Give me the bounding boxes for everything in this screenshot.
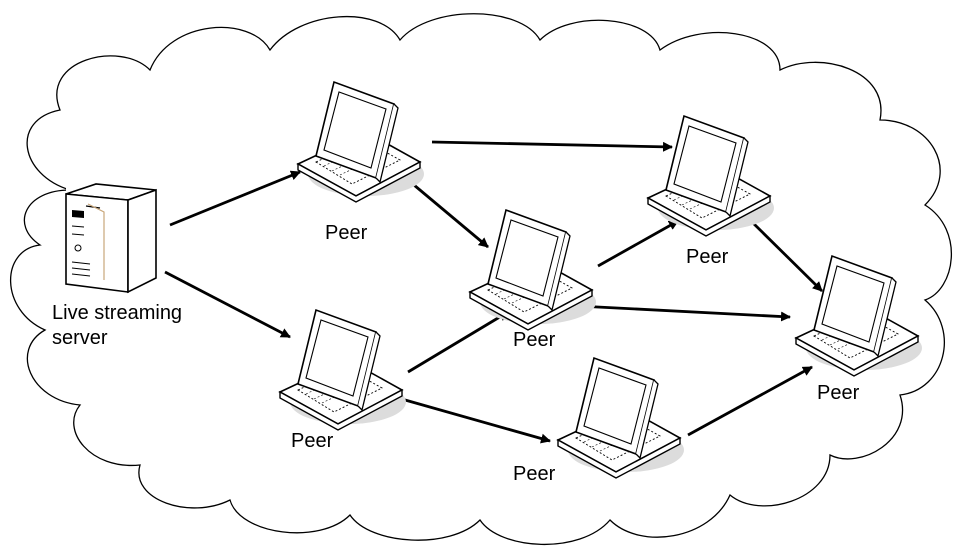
peer3-label: Peer xyxy=(513,329,556,351)
arrow-peer2-to-peer5 xyxy=(397,396,551,444)
peer1-label: Peer xyxy=(325,222,368,244)
peer6-label: Peer xyxy=(817,382,860,404)
peer4-label: Peer xyxy=(686,246,729,268)
arrow-peer2-to-peer3 xyxy=(407,310,509,374)
server-label-line2: server xyxy=(52,327,108,349)
arrow-peer3-to-peer6 xyxy=(577,304,791,322)
arrow-peer1-to-peer4 xyxy=(431,140,673,152)
arrow-server-to-peer1 xyxy=(169,170,301,227)
peer5-label: Peer xyxy=(513,463,556,485)
connection-arrows xyxy=(164,140,823,444)
arrow-server-to-peer2 xyxy=(164,270,291,339)
arrow-peer5-to-peer6 xyxy=(687,365,813,437)
arrow-peer1-to-peer3 xyxy=(407,178,489,249)
peer2-label: Peer xyxy=(291,430,334,452)
arrow-peer4-to-peer6 xyxy=(751,221,823,292)
arrow-peer3-to-peer4 xyxy=(597,219,679,268)
server-label-line1: Live streaming xyxy=(52,302,183,324)
server-icon xyxy=(65,178,157,294)
